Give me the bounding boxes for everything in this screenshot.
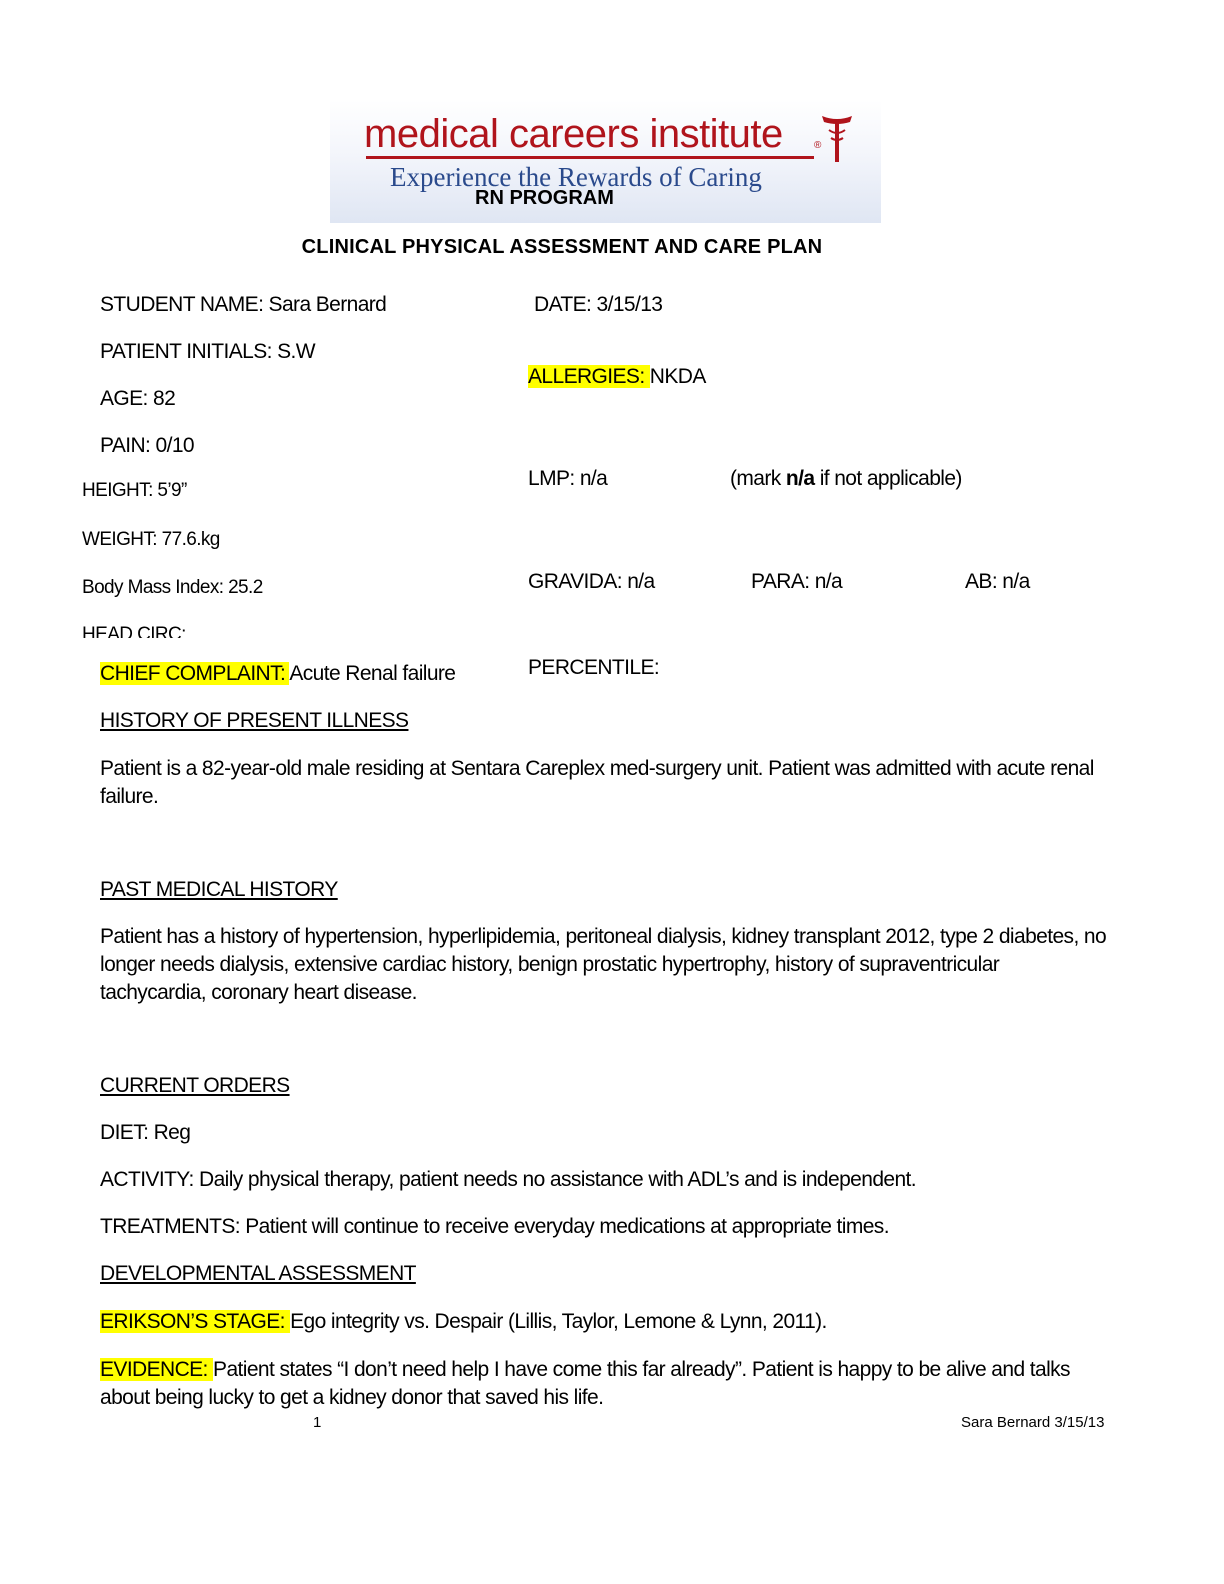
head-circ-field: HEAD CIRC: [82,624,186,638]
registered-mark: ® [814,140,822,151]
program-label: RN PROGRAM [475,187,614,209]
hpi-heading: HISTORY OF PRESENT ILLNESS [100,709,409,732]
evidence-label: EVIDENCE: [100,1358,214,1381]
evidence-value: Patient states “I don’t need help I have… [100,1358,1071,1409]
patient-initials-field: PATIENT INITIALS: S.W [100,340,316,363]
chief-complaint-label: CHIEF COMPLAINT: [100,662,290,685]
ab-field: AB: n/a [965,570,1030,593]
lmp-field: LMP: n/a [528,467,608,490]
page-number: 1 [313,1414,322,1431]
mark-note-bold: n/a [785,467,815,490]
para-field: PARA: n/a [751,570,843,593]
orders-heading: CURRENT ORDERS [100,1074,290,1097]
mark-na-note: (mark n/a if not applicable) [730,467,962,491]
height-field: HEIGHT: 5’9” [82,480,187,501]
weight-field: WEIGHT: 77.6.kg [82,529,220,550]
activity-field: ACTIVITY: Daily physical therapy, patien… [100,1168,917,1191]
diet-field: DIET: Reg [100,1121,191,1144]
footer-author-date: Sara Bernard 3/15/13 [961,1414,1105,1431]
erikson-stage: ERIKSON’S STAGE: Ego integrity vs. Despa… [100,1310,827,1334]
logo-underline [366,156,814,159]
student-name-field: STUDENT NAME: Sara Bernard [100,293,387,316]
caduceus-icon [822,116,852,162]
chief-complaint: CHIEF COMPLAINT: Acute Renal failure [100,662,456,686]
bmi-field: Body Mass Index: 25.2 [82,577,263,598]
allergies-label: ALLERGIES: [528,365,650,388]
evidence: EVIDENCE: Patient states “I don’t need h… [100,1356,1110,1412]
logo-name: medical careers institute [364,112,783,156]
pain-field: PAIN: 0/10 [100,434,195,457]
allergies-field: ALLERGIES: NKDA [528,365,706,389]
chief-complaint-value: Acute Renal failure [289,662,456,685]
hpi-text: Patient is a 82-year-old male residing a… [100,757,1094,808]
treatments-field: TREATMENTS: Patient will continue to rec… [100,1215,890,1238]
erikson-label: ERIKSON’S STAGE: [100,1310,291,1333]
percentile-field: PERCENTILE: [528,656,660,679]
head-circ-clip: HEAD CIRC: [82,624,186,638]
pmh-text: Patient has a history of hypertension, h… [100,925,1107,1004]
logo-banner: medical careers institute ® Experience t… [330,100,881,223]
logo-tagline: Experience the Rewards of Caring [390,162,762,192]
erikson-value: Ego integrity vs. Despair (Lillis, Taylo… [290,1310,827,1333]
pmh-heading: PAST MEDICAL HISTORY [100,878,338,901]
developmental-heading: DEVELOPMENTAL ASSESSMENT [100,1262,416,1285]
age-field: AGE: 82 [100,387,176,410]
date-field: DATE: 3/15/13 [534,293,663,316]
mark-note-post: if not applicable) [814,467,963,490]
gravida-field: GRAVIDA: n/a [528,570,655,593]
document-title: CLINICAL PHYSICAL ASSESSMENT AND CARE PL… [301,236,823,258]
mark-note-pre: (mark [730,467,786,490]
allergies-value: NKDA [649,365,707,388]
